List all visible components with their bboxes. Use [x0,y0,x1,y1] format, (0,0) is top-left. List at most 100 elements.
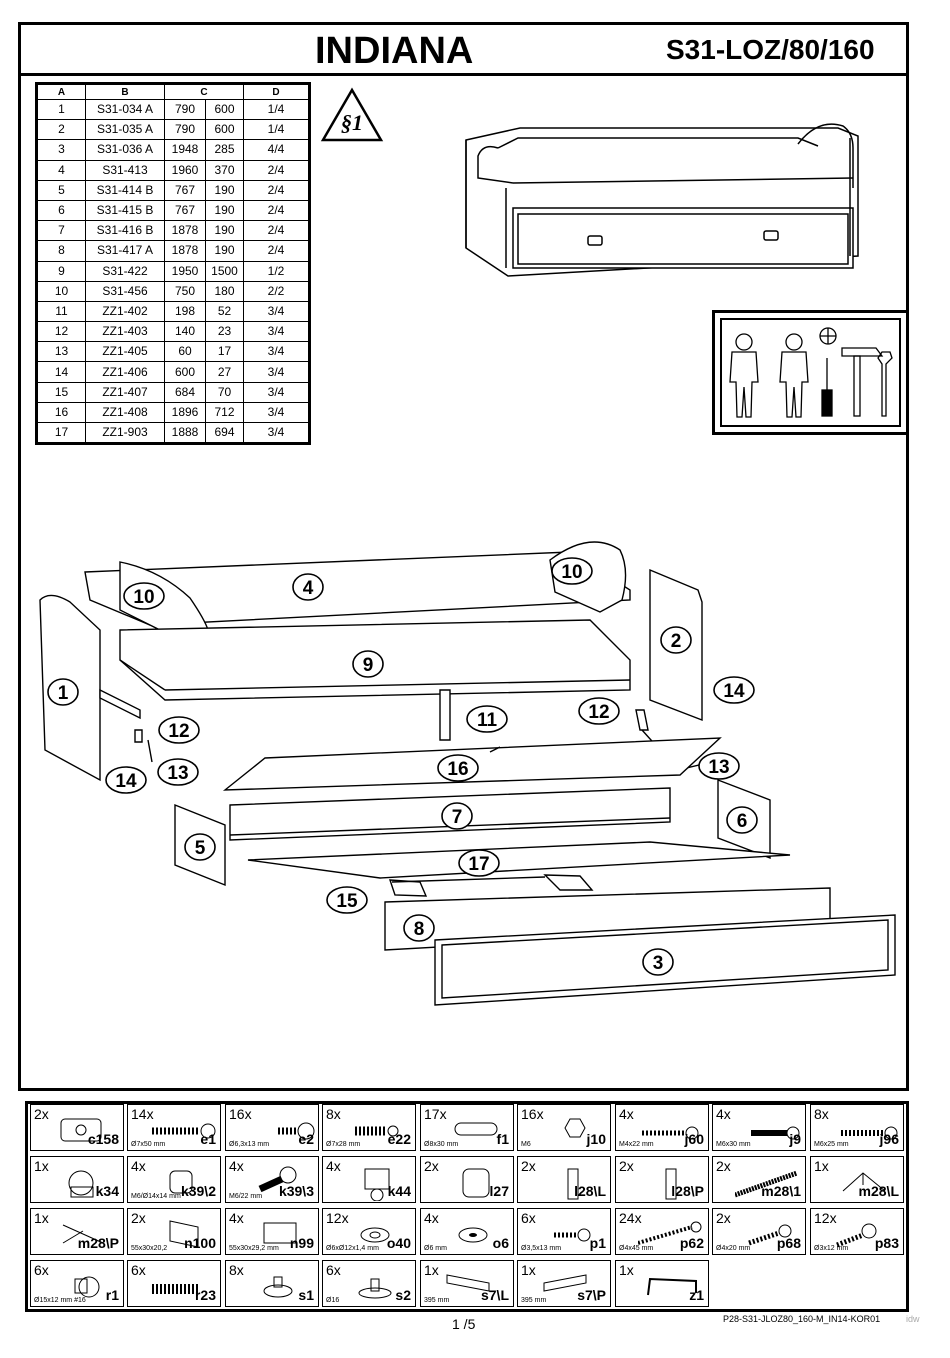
parts-table-cell: 1/4 [243,119,310,141]
hardware-quantity: 4x [229,1210,244,1226]
parts-table-cell: 52 [205,300,244,323]
hardware-quantity: 24x [619,1210,642,1226]
hardware-code: o40 [386,1235,411,1251]
hardware-code: r23 [194,1287,216,1303]
hardware-dimension: 395 mm [521,1297,547,1304]
hardware-part-icon [735,1170,798,1198]
hardware-code: s7\P [577,1287,606,1303]
hardware-code: l27 [489,1183,509,1199]
hardware-frame [25,1101,909,1312]
hardware-quantity: 6x [131,1262,146,1278]
title-bar [18,22,909,76]
hardware-dimension: M6x25 mm [814,1141,849,1148]
parts-table-cell: S31-036 A [85,139,165,161]
svg-text:3: 3 [653,953,664,974]
hardware-dimension: Ø6,3x13 mm [229,1141,270,1148]
hardware-part-icon [567,1168,579,1200]
svg-text:13: 13 [167,763,188,784]
hardware-code: p83 [874,1235,899,1251]
hardware-dimension: 55x30x29,2 mm [229,1245,279,1252]
parts-table-cell: 8 [36,240,86,262]
hardware-quantity: 17x [424,1106,447,1122]
parts-table-cell: 790 [164,119,206,141]
hardware-dimension: Ø3x12 mm [814,1245,849,1252]
callout-14-right: 14 [713,676,755,704]
hardware-dimension: Ø4x20 mm [716,1245,751,1252]
hardware-part-icon [454,1122,498,1136]
hardware-dimension: Ø16 [326,1297,340,1304]
hardware-part-icon [638,1221,702,1245]
hardware-part-icon [68,1170,94,1198]
parts-table-cell: 712 [205,401,244,424]
column-header-a: A [36,83,86,100]
hardware-quantity: 4x [716,1106,731,1122]
parts-table-cell: 2/4 [243,199,310,222]
callout-14-left: 14 [105,766,147,794]
parts-table-cell: S31-415 B [85,199,165,222]
parts-table-cell: 750 [164,280,206,302]
hardware-quantity: 1x [34,1158,49,1174]
parts-table-cell: 1960 [164,159,206,181]
parts-table-cell: 2/4 [243,159,310,181]
parts-table-cell: S31-422 [85,260,165,282]
hammer-icon [841,347,884,417]
warning-label: §1 [341,110,363,135]
person-icon [729,333,759,418]
parts-table-header: A B C D [36,83,310,100]
callout-8: 8 [403,914,435,942]
callout-13-left: 13 [157,758,199,786]
parts-table-cell: ZZ1-402 [85,300,165,323]
hardware-quantity: 2x [716,1158,731,1174]
parts-table-cell: 4/4 [243,139,310,161]
hardware-part-icon [462,1168,490,1198]
parts-table-cell: 1950 [164,260,206,282]
parts-table-cell: 767 [164,179,206,201]
parts-table-cell: 4 [36,159,86,181]
callout-4: 4 [292,573,324,601]
product-code: S31-LOZ/80/160 [666,34,875,65]
callout-16: 16 [437,754,479,782]
screwdriver-icon [819,327,837,417]
page-number: 1 /5 [452,1316,476,1332]
parts-table-cell: 790 [164,98,206,121]
hardware-part-icon [647,1277,697,1296]
hardware-code: o6 [492,1235,509,1251]
parts-table-cell: 1888 [164,421,206,445]
parts-table-cell: 684 [164,381,206,403]
hardware-quantity: 14x [131,1106,154,1122]
hardware-dimension: Ø6xØ12x1,4 mm [326,1245,379,1252]
parts-table-cell: 140 [164,321,206,343]
hardware-part-icon [263,1276,293,1298]
callout-7: 7 [441,802,473,830]
hardware-code: p68 [776,1235,801,1251]
parts-table-cell: 3/4 [243,421,310,445]
page-title: INDIANA [315,30,474,72]
callout-3: 3 [642,948,674,976]
callout-12-left: 12 [158,716,200,744]
hardware-dimension: M6 [521,1141,531,1148]
parts-table-cell: S31-416 B [85,220,165,242]
parts-table-cell: 3/4 [243,361,310,383]
hardware-code: m28\P [77,1235,119,1251]
hardware-quantity: 2x [131,1210,146,1226]
hardware-dimension: Ø3,5x13 mm [521,1245,562,1252]
parts-table-cell: 3/4 [243,401,310,424]
